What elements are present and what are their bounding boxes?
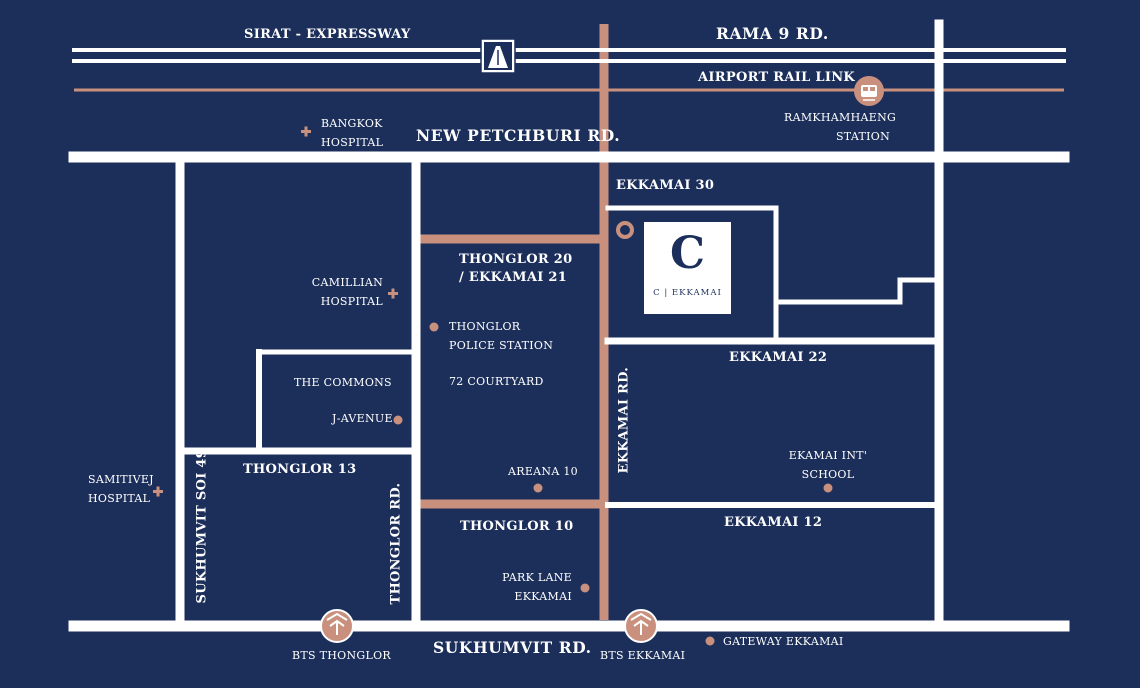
police-station-dot-icon: [429, 322, 439, 332]
train-icon: [854, 76, 884, 106]
road-label-rama9: RAMA 9 RD.: [716, 24, 829, 43]
road-label-sirat-expressway: SIRAT - EXPRESSWAY: [244, 27, 411, 42]
ramkhamhaeng-line1: RAMKHAMHAENG: [784, 111, 897, 124]
ekamai-school-dot-icon: [823, 483, 833, 493]
j-avenue-dot-icon: [393, 415, 403, 425]
place-label-samitivej-hospital: SAMITIVEJ HOSPITAL: [88, 470, 154, 508]
road-label-ekkamai22: EKKAMAI 22: [729, 350, 828, 365]
road-label-ekkamai21: / EKKAMAI 21: [459, 270, 568, 285]
ramkhamhaeng-line2: STATION: [835, 130, 890, 143]
bts-ekkamai-icon: [624, 609, 658, 643]
road-label-ekkamai12: EKKAMAI 12: [724, 515, 823, 530]
project-logo-letter: C: [669, 228, 706, 279]
place-label-thonglor-police: THONGLOR POLICE STATION: [449, 317, 553, 355]
samitivej-hospital-cross-icon: [153, 486, 163, 497]
place-label-bangkok-hospital: BANGKOK HOSPITAL: [321, 114, 383, 152]
road-label-new-petchburi: NEW PETCHBURI RD.: [416, 126, 621, 145]
bangkok-hospital-cross-icon: [301, 126, 311, 137]
ekamai-school-line2: SCHOOL: [801, 468, 855, 481]
park-lane-line2: EKKAMAI: [514, 590, 572, 603]
areana10-dot-icon: [533, 483, 543, 493]
project-logo: C C | EKKAMAI: [644, 222, 731, 314]
expressway-icon: [480, 38, 516, 74]
camillian-hospital-cross-icon: [388, 288, 398, 299]
road-label-sukhumvit-soi49: SUKHUMVIT SOI 49: [194, 448, 210, 604]
bts-thonglor-icon: [320, 609, 354, 643]
road-label-thonglor-rd: THONGLOR RD.: [388, 482, 404, 605]
road-label-sukhumvit: SUKHUMVIT RD.: [433, 638, 592, 657]
place-label-park-lane: PARK LANE EKKAMAI: [490, 568, 572, 606]
samitivej-line2: HOSPITAL: [88, 492, 151, 505]
park-lane-dot-icon: [580, 583, 590, 593]
camillian-line1: CAMILLIAN: [311, 276, 383, 289]
road-label-thonglor13: THONGLOR 13: [243, 462, 357, 477]
park-lane-line1: PARK LANE: [502, 571, 572, 584]
ekamai-school-line1: EKAMAI INT': [788, 449, 868, 462]
place-label-camillian-hospital: CAMILLIAN HOSPITAL: [300, 273, 383, 311]
road-label-thonglor10: THONGLOR 10: [460, 519, 574, 534]
road-label-ekkamai-rd: EKKAMAI RD.: [616, 366, 632, 474]
side-soi-line: [773, 277, 938, 305]
hospital-cross-icons: [153, 126, 398, 497]
project-name: C | EKKAMAI: [653, 288, 722, 298]
place-label-areana10: AREANA 10: [508, 465, 578, 478]
police-line1: THONGLOR: [449, 320, 521, 333]
place-label-ramkhamhaeng: RAMKHAMHAENG STATION: [784, 108, 897, 146]
samitivej-line1: SAMITIVEJ: [88, 473, 154, 486]
target-ring-icon: [616, 221, 634, 239]
place-label-j-avenue: J-AVENUE: [332, 412, 393, 425]
place-label-gateway-ekkamai: GATEWAY EKKAMAI: [723, 635, 844, 648]
bangkok-hospital-line2: HOSPITAL: [321, 136, 384, 149]
bangkok-hospital-line1: BANGKOK: [321, 117, 383, 130]
place-label-72-courtyard: 72 COURTYARD: [449, 375, 544, 388]
road-label-airport-rail-link: AIRPORT RAIL LINK: [698, 70, 855, 85]
ekkamai30-loop-line: [605, 205, 779, 342]
place-label-the-commons: THE COMMONS: [294, 376, 392, 389]
place-label-bts-ekkamai: BTS EKKAMAI: [600, 649, 686, 662]
gateway-dot-icon: [705, 636, 715, 646]
road-label-ekkamai30: EKKAMAI 30: [616, 178, 715, 193]
police-line2: POLICE STATION: [449, 339, 554, 352]
camillian-line2: HOSPITAL: [320, 295, 383, 308]
place-label-ekamai-school: EKAMAI INT' SCHOOL: [788, 446, 868, 484]
road-label-thonglor20: THONGLOR 20: [459, 252, 573, 267]
place-label-bts-thonglor: BTS THONGLOR: [292, 649, 392, 662]
